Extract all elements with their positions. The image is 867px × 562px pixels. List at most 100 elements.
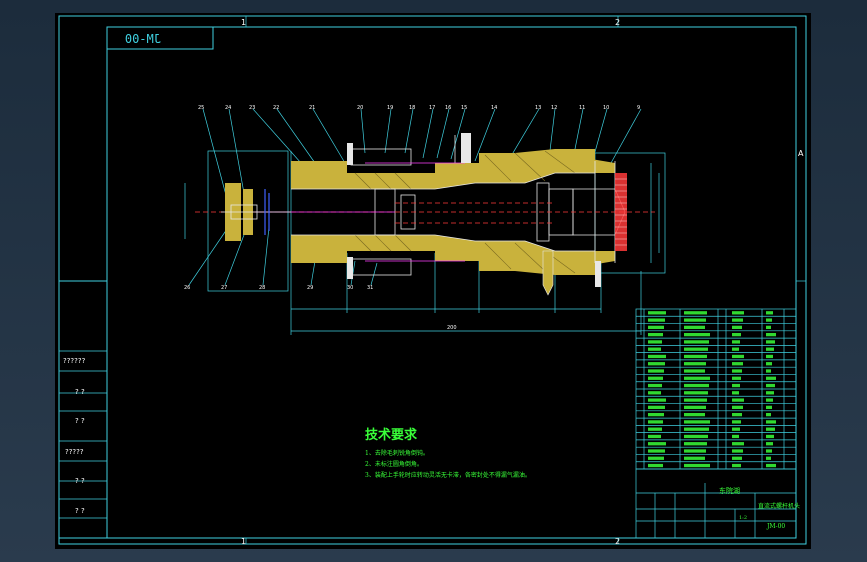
drawing-number-box bbox=[106, 26, 214, 50]
parts-list-cell-text bbox=[766, 463, 776, 468]
left-strip-cell-5: ? ? bbox=[75, 477, 85, 485]
sheet-border bbox=[58, 15, 807, 545]
svg-text:10: 10 bbox=[603, 105, 609, 111]
parts-list-cell-text bbox=[684, 347, 708, 351]
svg-text:28: 28 bbox=[259, 285, 265, 291]
parts-list-cell-text bbox=[684, 413, 705, 417]
parts-list-cell-text bbox=[766, 391, 774, 395]
parts-list-cell-text bbox=[766, 442, 773, 446]
parts-list-cell-text bbox=[648, 383, 662, 388]
parts-list-cell-text bbox=[732, 318, 743, 322]
svg-text:13: 13 bbox=[535, 105, 541, 111]
svg-text:24: 24 bbox=[225, 105, 231, 111]
svg-text:11: 11 bbox=[579, 105, 585, 111]
svg-text:14: 14 bbox=[491, 105, 497, 111]
parts-list-cell-text bbox=[766, 354, 773, 359]
parts-list-cell-text bbox=[684, 427, 709, 431]
parts-list-cell-text bbox=[766, 398, 773, 402]
parts-list-cell-text bbox=[648, 420, 663, 424]
parts-list-cell-text bbox=[766, 427, 775, 431]
parts-list-cell-text bbox=[766, 318, 772, 322]
svg-text:23: 23 bbox=[249, 105, 255, 111]
parts-list-cell-text bbox=[648, 449, 665, 453]
grid-mark-top-1: 1 bbox=[241, 18, 246, 27]
parts-list-cell-text bbox=[648, 376, 663, 380]
grid-mark-top-2: 2 bbox=[615, 18, 620, 27]
parts-list-cell-text bbox=[732, 391, 739, 395]
left-strip-cell-3: ? ? bbox=[75, 417, 85, 425]
title-block-scale: 1:2 bbox=[739, 515, 747, 521]
parts-list-cell-text bbox=[648, 362, 665, 366]
svg-text:31: 31 bbox=[367, 285, 373, 291]
parts-list-cell-text bbox=[648, 347, 661, 351]
parts-list bbox=[635, 308, 797, 470]
parts-list-cell-text bbox=[684, 442, 707, 446]
parts-list-cell-text bbox=[648, 413, 664, 417]
parts-list-cell-text bbox=[684, 354, 707, 359]
title-block-number: JM-00 bbox=[766, 523, 785, 530]
left-revision-strip: ?????? ? ? ? ? ????? ? ? ? ? bbox=[58, 280, 108, 539]
parts-list-cell-text bbox=[732, 434, 739, 439]
parts-list-cell-text bbox=[684, 434, 708, 439]
parts-list-cell-text bbox=[732, 463, 741, 468]
parts-list-cell-text bbox=[732, 442, 744, 446]
grid-mark-bottom-2: 2 bbox=[615, 537, 620, 546]
grid-mark-bottom-1: 1 bbox=[241, 537, 246, 546]
parts-list-cell-text bbox=[766, 340, 775, 344]
tech-note-1: 1、去除毛刺锐角倒钝。 bbox=[365, 449, 429, 457]
parts-list-cell-text bbox=[648, 398, 666, 402]
parts-list-cell-text bbox=[732, 311, 744, 315]
tech-note-2: 2、未标注圆角倒角。 bbox=[365, 460, 423, 468]
parts-list-cell-text bbox=[732, 413, 742, 417]
left-strip-cell-1: ?????? bbox=[63, 357, 86, 365]
parts-list-cell-text bbox=[648, 369, 664, 373]
parts-list-cell-text bbox=[732, 325, 742, 329]
title-block-designer: 东院湖 bbox=[719, 486, 740, 495]
grid-mark-right-a: A bbox=[798, 149, 804, 158]
left-strip-cell-2: ? ? bbox=[75, 388, 85, 396]
parts-list-cell-text bbox=[732, 333, 741, 337]
parts-list-cell-text bbox=[732, 369, 742, 373]
parts-list-cell-text bbox=[766, 420, 776, 424]
inner-frame bbox=[106, 26, 797, 539]
drawing-number-mirrored: JM-00 bbox=[125, 32, 161, 46]
parts-list-cell-text bbox=[648, 354, 666, 359]
svg-text:12: 12 bbox=[551, 105, 557, 111]
parts-list-cell-text bbox=[648, 456, 664, 460]
parts-list-cell-text bbox=[648, 442, 666, 446]
parts-list-cell-text bbox=[732, 354, 744, 359]
parts-list-cell-text bbox=[766, 383, 775, 388]
tech-note-3: 3、装配上手轮时应转动灵活无卡滞，各密封处不得漏气漏油。 bbox=[365, 471, 531, 479]
parts-list-cell-text bbox=[766, 347, 774, 351]
parts-list-cell-text bbox=[684, 383, 709, 388]
parts-list-cell-text bbox=[684, 420, 710, 424]
cad-viewport[interactable]: 1 2 A 1 2 JM-00 ?????? ? ? ? ? ????? ? ?… bbox=[55, 13, 811, 549]
parts-list-cell-text bbox=[766, 434, 774, 439]
svg-text:30: 30 bbox=[347, 285, 353, 291]
parts-list-cell-text bbox=[684, 398, 707, 402]
svg-text:19: 19 bbox=[387, 105, 393, 111]
parts-list-cell-text bbox=[766, 362, 772, 366]
left-strip-cell-4: ????? bbox=[65, 448, 84, 456]
parts-list-cell-text bbox=[732, 340, 740, 344]
parts-list-cell-text bbox=[684, 456, 705, 460]
parts-list-cell-text bbox=[732, 449, 743, 453]
svg-text:20: 20 bbox=[357, 105, 363, 111]
parts-list-cell-text bbox=[684, 463, 710, 468]
left-strip-cell-6: ? ? bbox=[75, 507, 85, 515]
svg-text:18: 18 bbox=[409, 105, 415, 111]
parts-list-cell-text bbox=[684, 340, 709, 344]
parts-list-cell-text bbox=[684, 405, 706, 409]
parts-list-cell-text bbox=[648, 325, 664, 329]
title-block: 东院湖 直流式螺杆机头 JM-00 1:2 bbox=[635, 468, 800, 539]
svg-text:200: 200 bbox=[447, 325, 457, 331]
parts-list-cell-text bbox=[766, 311, 773, 315]
parts-list-cell-text bbox=[766, 325, 771, 329]
parts-list-cell-text bbox=[766, 413, 771, 417]
parts-list-cell-text bbox=[684, 333, 710, 337]
parts-list-cell-text bbox=[648, 405, 665, 409]
parts-list-cell-text bbox=[766, 369, 771, 373]
svg-text:27: 27 bbox=[221, 285, 227, 291]
svg-text:9: 9 bbox=[637, 105, 640, 111]
